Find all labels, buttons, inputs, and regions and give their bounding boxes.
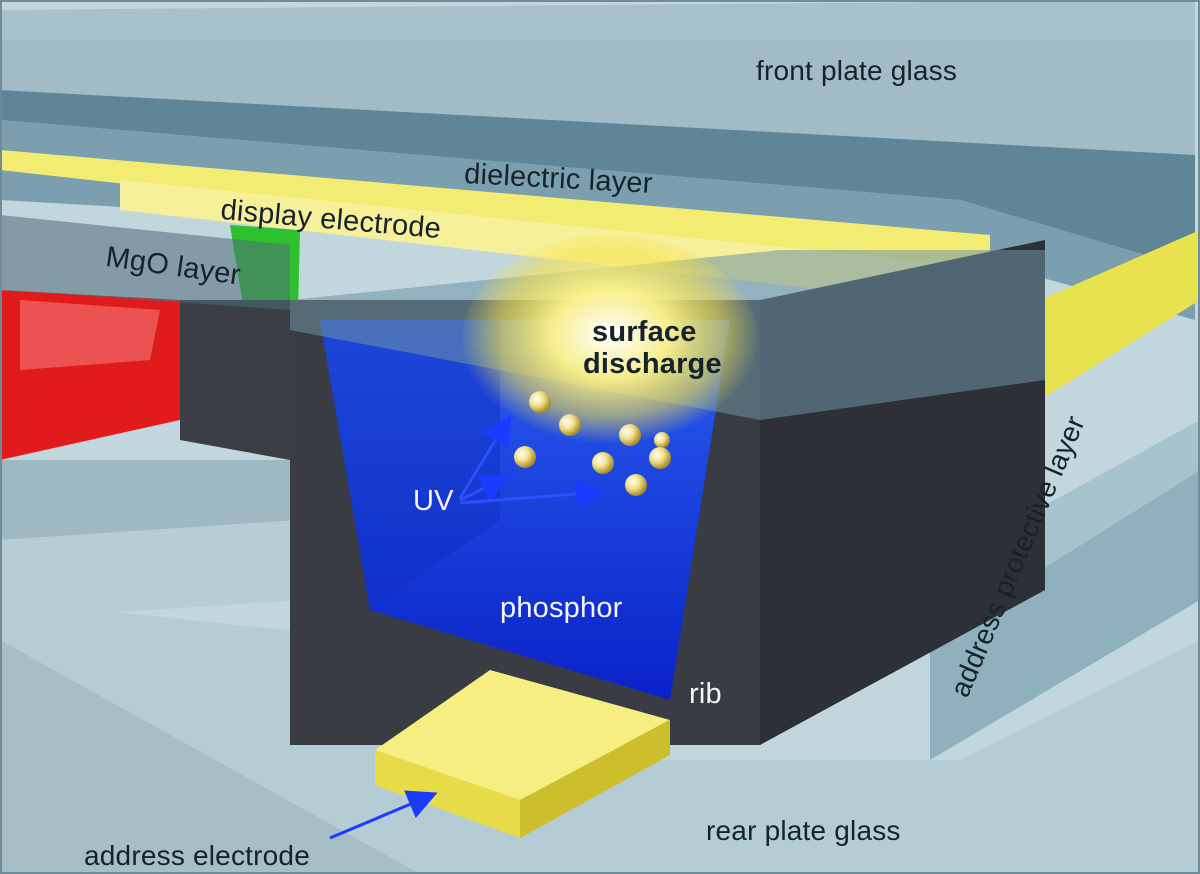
uv-particle xyxy=(625,474,647,496)
uv-arrow xyxy=(459,475,511,503)
label-surface-discharge-line1: surface xyxy=(592,316,697,348)
label-address-electrode: address electrode xyxy=(84,840,310,871)
label-rib: rib xyxy=(689,678,722,710)
address-electrode-front xyxy=(375,750,520,838)
label-uv: UV xyxy=(413,485,454,517)
rear-plate-edge xyxy=(0,640,420,874)
label-front-plate-glass: front plate glass xyxy=(756,55,958,86)
uv-particles xyxy=(514,391,671,496)
uv-particle xyxy=(559,414,581,436)
label-surface-discharge-line2: discharge xyxy=(583,348,722,380)
uv-arrow xyxy=(459,478,606,509)
uv-particle xyxy=(649,447,671,469)
left-floor-layer-2 xyxy=(0,520,300,620)
uv-particle xyxy=(529,391,551,413)
display-electrode-right xyxy=(1040,230,1200,400)
mgo-layer xyxy=(0,215,290,310)
uv-particle xyxy=(619,424,641,446)
uv-arrow xyxy=(458,414,512,499)
red-cell-highlight xyxy=(20,300,160,370)
address-electrode-top xyxy=(375,670,670,800)
uv-particle xyxy=(592,452,614,474)
uv-arrows xyxy=(458,414,606,509)
label-phosphor: phosphor xyxy=(500,592,623,624)
dielectric-layer xyxy=(0,90,1195,270)
address-electrode-arrow xyxy=(329,790,438,840)
blue-cavity-shade xyxy=(320,320,500,610)
front-plate-glass-band xyxy=(0,40,1195,155)
address-protective-layer xyxy=(930,470,1200,760)
address-electrode-side xyxy=(520,720,670,838)
uv-particle xyxy=(514,446,536,468)
uv-particle xyxy=(654,432,670,448)
rib-left xyxy=(180,300,290,460)
label-rear-plate-glass: rear plate glass xyxy=(706,815,901,846)
left-floor-layer xyxy=(0,460,300,540)
